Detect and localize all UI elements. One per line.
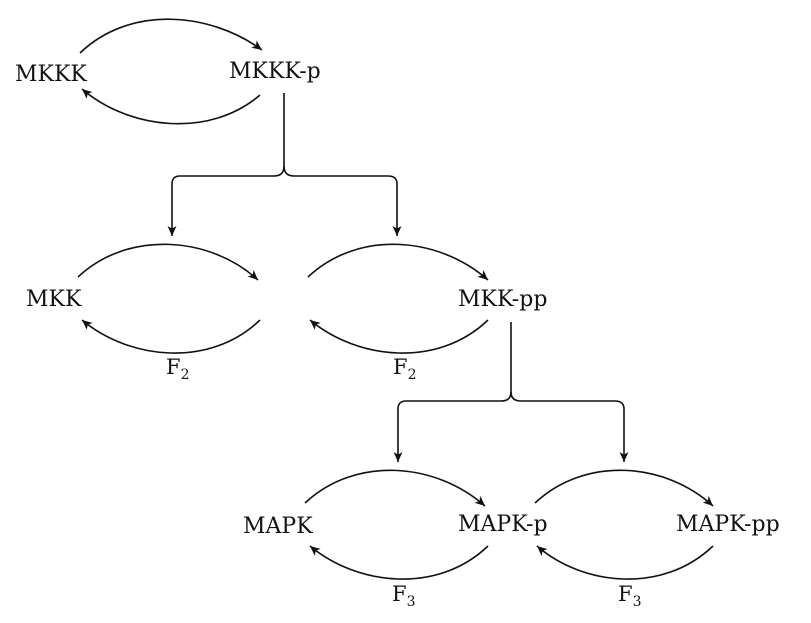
brace-arrow-to-mapk-pp [510,391,629,462]
node-mkkk-p: MKKK-p [229,59,321,84]
node-mkk-pp: MKK-pp [458,287,547,312]
arrow-mkk-pp-to-mkk-p [309,319,489,354]
arrow-mkk-p-to-mkk [81,319,261,354]
arrow-mapk-p-to-mapk [309,545,489,580]
brace-arrow-to-mkk-pp [283,165,402,236]
arrow-mapk-p-to-mapk-pp [534,469,714,507]
node-mkk: MKK [26,287,82,312]
arrow-mkkk-to-mkkk-p [79,18,263,54]
node-mapk-p: MAPK-p [458,512,548,537]
arrow-mkk-p-to-mkk-pp [307,243,489,281]
node-mapk-pp: MAPK-pp [676,512,780,537]
node-mapk: MAPK [243,514,313,539]
phosphatase-label-f3-right: F3 [618,582,642,610]
node-mkkk: MKKK [15,62,87,87]
arrow-mkkk-p-to-mkkk [81,88,261,125]
brace-arrow-to-mkk [167,93,285,236]
arrow-mapk-pp-to-mapk-p [536,545,714,580]
brace-arrow-to-mapk [393,322,512,462]
phosphatase-label-f2-left: F2 [166,355,190,383]
phosphatase-label-f2-right: F2 [393,355,417,383]
phosphatase-label-f3-left: F3 [392,582,416,610]
arrow-mapk-to-mapk-p [304,469,486,507]
arrow-mkk-to-mkk-p [77,243,259,281]
